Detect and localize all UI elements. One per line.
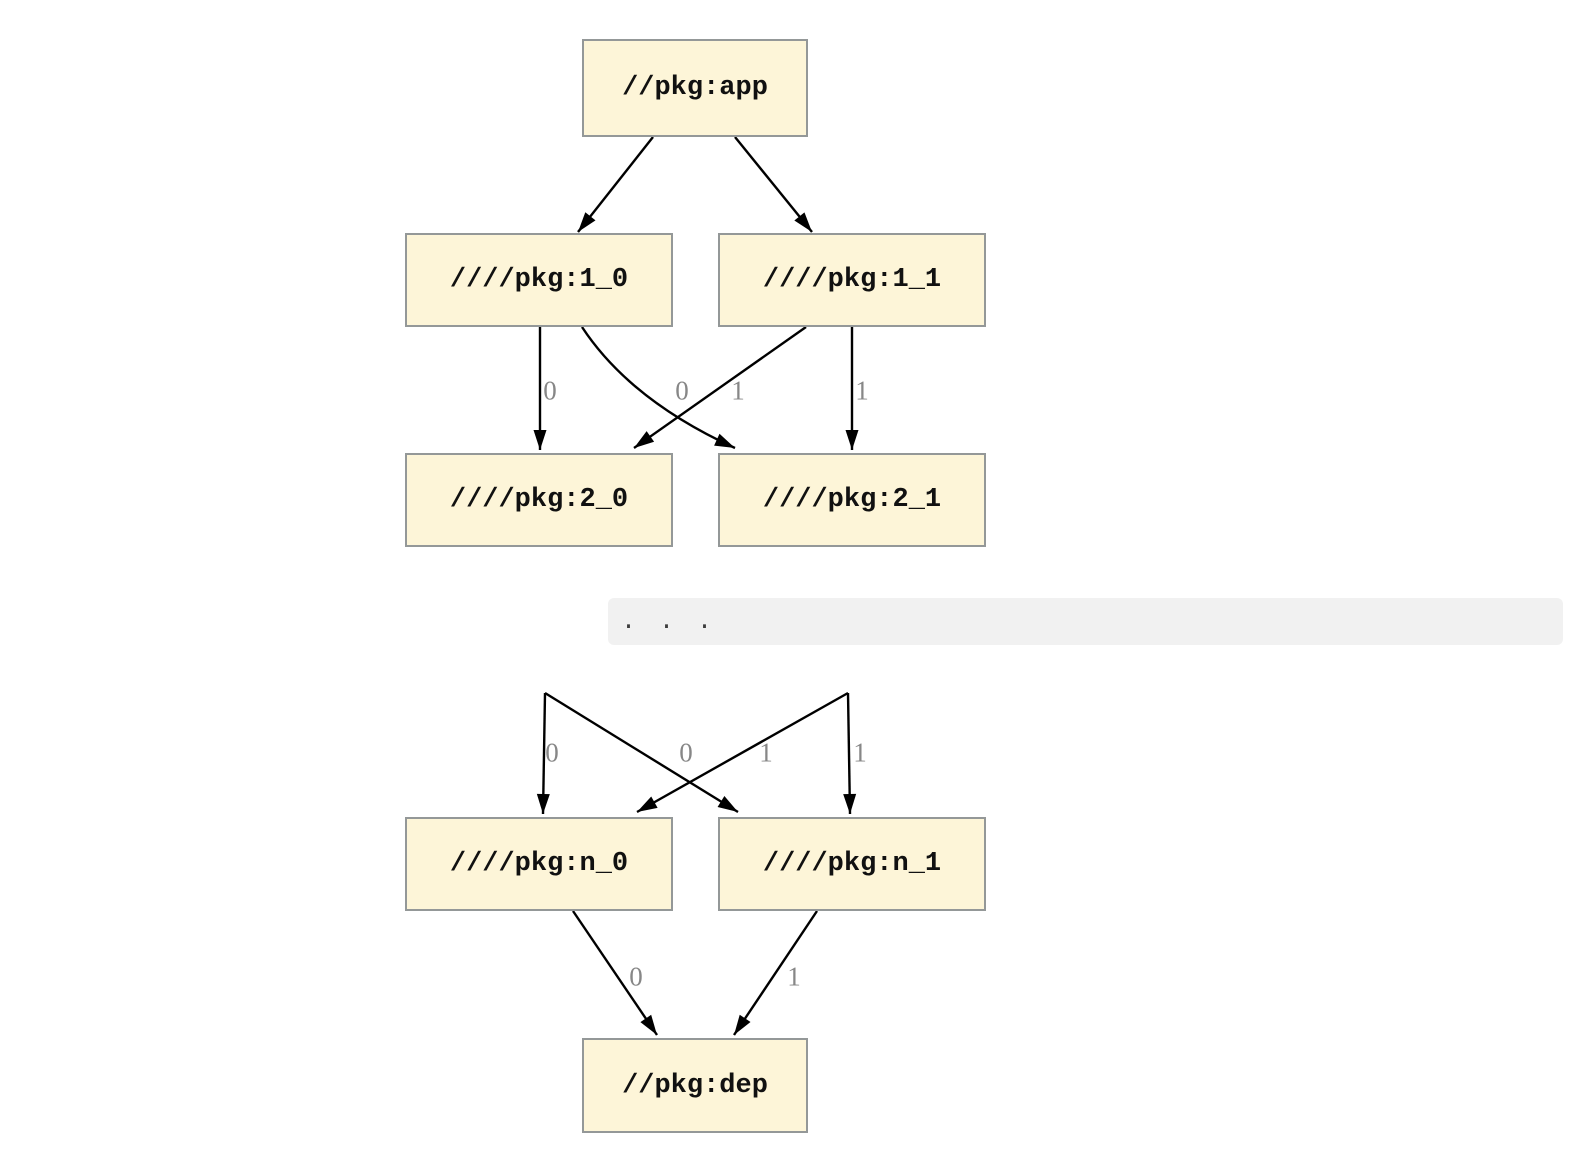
node-pkg-n_0: ////pkg:n_0 bbox=[405, 817, 673, 911]
node-pkg-1_1-label: ////pkg:1_1 bbox=[762, 265, 942, 295]
node-app: //pkg:app bbox=[582, 39, 808, 137]
ellipsis-band: . . . bbox=[608, 598, 1563, 645]
node-pkg-2_0: ////pkg:2_0 bbox=[405, 453, 673, 547]
edge-app-to-1_1 bbox=[734, 136, 813, 233]
edge-label-1_0-to-2_1: 0 bbox=[675, 375, 689, 406]
edge-label-hidden0-to-n_0: 0 bbox=[545, 737, 559, 768]
edge-hidden0-to-n_1 bbox=[544, 691, 739, 814]
node-dep-label: //pkg:dep bbox=[622, 1070, 768, 1101]
node-pkg-n_1-label: ////pkg:n_1 bbox=[762, 849, 942, 879]
edge-1_0-to-2_1 bbox=[580, 326, 736, 450]
node-pkg-2_1-label: ////pkg:2_1 bbox=[762, 485, 942, 515]
edge-app-to-1_0 bbox=[577, 136, 654, 233]
node-app-label: //pkg:app bbox=[622, 73, 768, 103]
edge-1_1-to-2_0 bbox=[633, 326, 807, 449]
node-dep: //pkg:dep bbox=[582, 1038, 808, 1133]
edge-label-1_0-to-2_0: 0 bbox=[543, 375, 557, 406]
edge-label-hidden0-to-n_1: 0 bbox=[679, 737, 693, 768]
node-pkg-1_1: ////pkg:1_1 bbox=[718, 233, 986, 327]
edge-label-n_0-to-dep: 0 bbox=[629, 961, 643, 992]
node-pkg-1_0-label: ////pkg:1_0 bbox=[449, 265, 629, 295]
edge-hidden0-to-n_0 bbox=[536, 692, 550, 815]
edge-n_0-to-dep bbox=[572, 910, 658, 1036]
ellipsis-text: . . . bbox=[621, 607, 717, 636]
node-pkg-1_0: ////pkg:1_0 bbox=[405, 233, 673, 327]
edge-hidden1-to-n_0 bbox=[636, 691, 849, 814]
node-pkg-2_0-label: ////pkg:2_0 bbox=[449, 485, 629, 515]
node-pkg-2_1: ////pkg:2_1 bbox=[718, 453, 986, 547]
edge-n_1-to-dep bbox=[733, 910, 818, 1036]
edge-hidden1-to-n_1 bbox=[843, 692, 857, 815]
edge-label-hidden1-to-n_1: 1 bbox=[853, 737, 867, 768]
edge-label-hidden1-to-n_0: 1 bbox=[759, 737, 773, 768]
edge-label-1_1-to-2_0: 1 bbox=[731, 375, 745, 406]
edge-label-1_1-to-2_1: 1 bbox=[855, 375, 869, 406]
node-pkg-n_1: ////pkg:n_1 bbox=[718, 817, 986, 911]
node-pkg-n_0-label: ////pkg:n_0 bbox=[449, 849, 629, 879]
edge-label-n_1-to-dep: 1 bbox=[787, 961, 801, 992]
